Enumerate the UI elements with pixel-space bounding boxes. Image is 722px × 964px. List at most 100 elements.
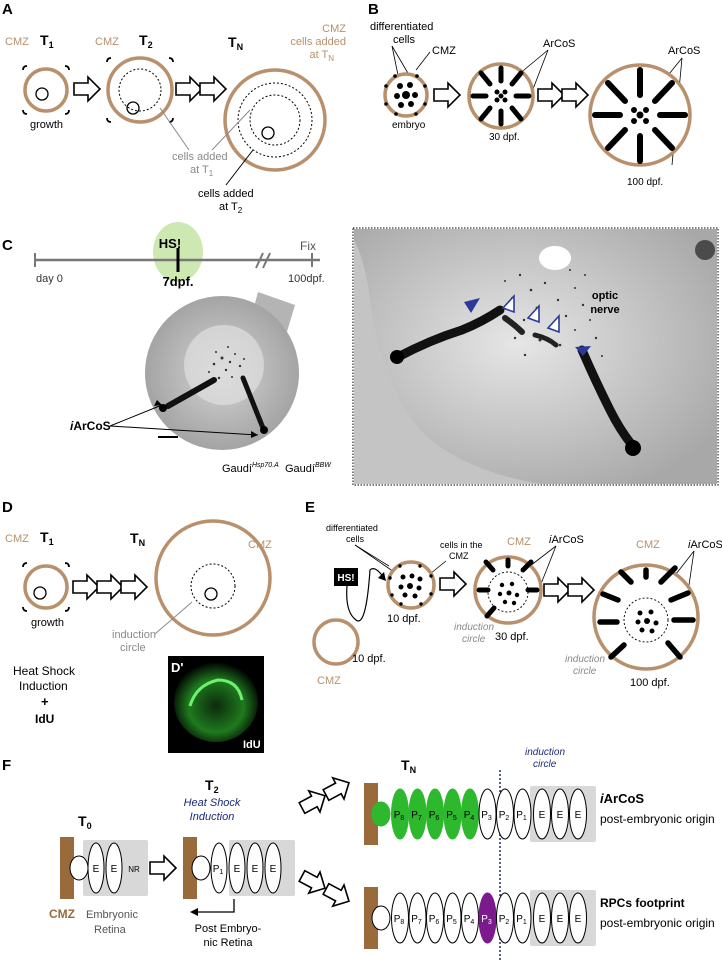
cmz-label: CMZ	[248, 539, 272, 551]
rpc-subtitle: post-embryonic origin	[600, 916, 715, 930]
stem-cell	[191, 855, 211, 881]
arrow-icon	[120, 574, 148, 600]
e-label: E	[557, 914, 564, 925]
post-arrow	[195, 899, 235, 913]
panel-b: B differentiated cells CMZ ArCoS ArCoS e…	[368, 1, 700, 188]
age-label: 100 dpf.	[627, 177, 663, 188]
post-label: Post Embryo-	[195, 923, 262, 935]
t0-label: T0	[78, 813, 92, 831]
p-label: P5	[446, 914, 457, 926]
arcos-label: ArCoS	[668, 45, 700, 57]
panel-e: E differentiated cells cells in the CMZ …	[305, 499, 722, 689]
induction-ring	[190, 563, 236, 609]
arrow-head	[251, 431, 258, 438]
cells-t1-label: cells added	[172, 151, 228, 163]
iarcos-label: iArCoS	[688, 539, 722, 551]
arrow-icon	[72, 574, 100, 600]
timeline-break	[255, 252, 264, 269]
p-label: P8	[394, 810, 405, 822]
p-label: P1	[516, 810, 527, 822]
lens	[35, 87, 49, 101]
hs-badge	[334, 568, 358, 586]
p-label: P6	[429, 914, 440, 926]
tn-label: TN	[228, 34, 243, 52]
plus-label: +	[41, 694, 49, 709]
eye-10dpf	[312, 618, 360, 666]
embryonic-label: Retina	[94, 924, 127, 936]
differentiated-cells	[635, 609, 659, 634]
p-label: P5	[446, 810, 457, 822]
e-label: E	[270, 864, 277, 875]
e-cell	[228, 842, 246, 894]
p-label: P4	[464, 810, 475, 822]
cmz-label: CMZ	[49, 907, 75, 921]
progenitor-cell	[513, 788, 532, 840]
differentiated-label: cells	[346, 534, 365, 544]
hs-induction-label: Heat Shock	[184, 797, 241, 809]
panel-d: D CMZ T1 growth TN CMZ induction circle …	[2, 499, 272, 753]
day0-label: day 0	[36, 273, 63, 285]
optic-label: optic	[592, 290, 618, 302]
p-label: P7	[411, 810, 422, 822]
panel-d-label: D	[2, 499, 13, 516]
iarcos-label: iArCoS	[70, 419, 111, 433]
cmz-label: CMZ	[317, 675, 341, 687]
induction-label: circle	[573, 666, 597, 677]
e-cell	[551, 788, 569, 840]
age-label: 10 dpf.	[352, 653, 386, 665]
arcos-stripe	[577, 345, 637, 450]
ring-t2	[237, 82, 313, 158]
heat-shock-label: Induction	[19, 679, 68, 693]
arcos-stripes	[597, 565, 696, 660]
e-label: E	[539, 810, 546, 821]
cmz-label: CMZ	[636, 539, 660, 551]
induction-label: induction	[112, 629, 156, 641]
induction-label: circle	[533, 759, 557, 770]
growth-label: growth	[30, 119, 63, 131]
arrow-head	[154, 400, 162, 406]
induction-ring	[623, 597, 669, 643]
e-cell	[569, 788, 587, 840]
arrow-icon	[199, 76, 227, 102]
e-cell	[533, 892, 551, 944]
pointer-line	[675, 550, 695, 575]
panel-a: A CMZ T1 growth CMZ T2 TN CMZ cells adde…	[2, 1, 346, 215]
idu-glow	[174, 662, 258, 742]
post-label: nic Retina	[204, 937, 254, 949]
t2-label: T2	[139, 32, 153, 50]
hs-badge-label: HS!	[337, 573, 354, 584]
lens	[261, 126, 275, 140]
panel-c-label: C	[2, 237, 13, 254]
panel-f-label: F	[2, 757, 11, 774]
arrow-icon	[96, 574, 124, 600]
stem-cell	[371, 905, 391, 931]
stripe-end	[390, 350, 404, 364]
induction-label: circle	[462, 634, 486, 645]
e-cell	[87, 842, 105, 894]
arrow-icon	[319, 877, 356, 913]
embryo-label: embryo	[392, 120, 426, 131]
e-label: E	[557, 810, 564, 821]
arcos-stripe	[393, 305, 505, 362]
panel-b-label: B	[368, 1, 379, 18]
p-label: P8	[394, 914, 405, 926]
idu-image-label: IdU	[243, 739, 261, 751]
rpc-title: RPCs footprint	[600, 896, 685, 910]
p-label: P6	[429, 810, 440, 822]
lens	[33, 586, 47, 600]
embryonic-label: Embryonic	[86, 909, 138, 921]
e-label: E	[539, 914, 546, 925]
pointer-line	[211, 109, 251, 151]
filled-arrowhead-icon	[575, 346, 591, 356]
cmz-label: CMZ	[5, 36, 29, 48]
differentiated-cells	[494, 89, 508, 103]
t1-label: T1	[40, 32, 54, 50]
induction-label: induction	[565, 654, 605, 665]
differentiated-label: differentiated	[370, 21, 433, 33]
arcos-stripes	[470, 65, 532, 127]
growth-brackets	[106, 57, 174, 123]
arcos-stripes	[592, 67, 688, 164]
gaudi-label: GaudíBBW	[285, 462, 332, 475]
cmz-added-label: at TN	[309, 49, 334, 63]
arcos-fragment	[532, 332, 559, 348]
